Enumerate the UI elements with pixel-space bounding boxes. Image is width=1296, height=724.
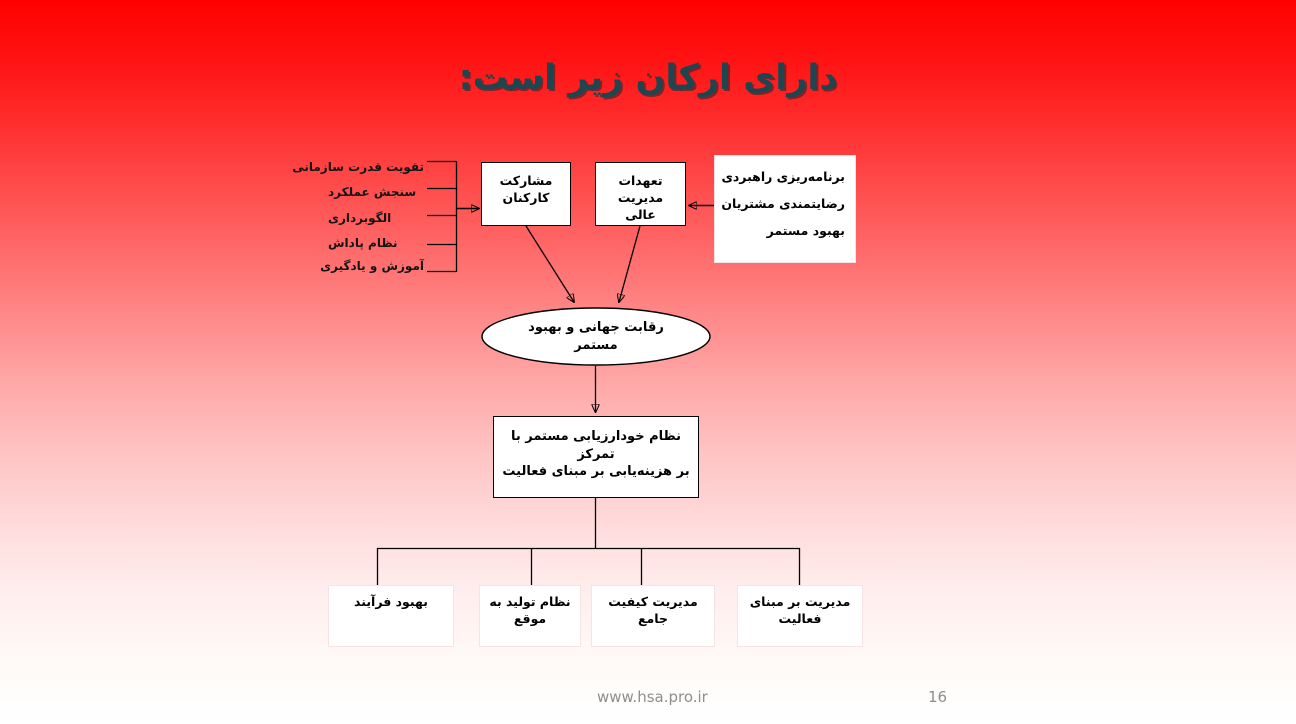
bracket-label-4: نظام پاداش (328, 236, 398, 250)
node-line: کارکنان (502, 189, 550, 205)
node-line: برنامه‌ریزی راهبردی (721, 169, 845, 184)
node-strategic-planning-group: برنامه‌ریزی راهبردی رضایتمندی مشتریان به… (714, 155, 856, 263)
footer-page-number: 16 (928, 688, 948, 706)
node-line: مستمر (574, 337, 618, 353)
node-line: مدیریت کیفیت (608, 594, 698, 609)
node-line: عالی (625, 206, 656, 222)
ellipse-shape (481, 307, 711, 366)
node-line: بهبود مستمر (766, 222, 845, 238)
node-line: نظام تولید به (489, 594, 571, 609)
node-line: رضایتمندی مشتریان (721, 195, 845, 211)
bracket-label-2: سنجش عملکرد (328, 185, 417, 199)
bracket-label-1: تقویت قدرت سازمانی (292, 160, 424, 174)
node-global-competition-ellipse: رقابت جهانی و بهبود مستمر (481, 307, 711, 366)
slide-footer: www.hsa.pro.ir 16 (0, 688, 1296, 710)
node-continuous-self-assessment: نظام خودارزیابی مستمر با تمرکز بر هزینه‌… (493, 416, 699, 498)
node-activity-based-management: مدیریت بر مبنای فعالیت (737, 585, 863, 647)
footer-website: www.hsa.pro.ir (597, 688, 708, 706)
node-line: موقع (513, 610, 547, 626)
node-line: نظام خودارزیابی مستمر با تمرکز (510, 429, 682, 462)
node-line: بهبود فرآیند (354, 594, 428, 609)
node-line: رقابت جهانی و بهبود (528, 319, 664, 335)
node-just-in-time-production: نظام تولید به موقع (479, 585, 581, 647)
node-process-improvement: بهبود فرآیند (328, 585, 454, 647)
node-line: بر هزینه‌یابی بر مبنای فعالیت (502, 464, 690, 480)
node-line: مشارکت (499, 173, 553, 188)
bracket-label-3: الگوبرداری (328, 211, 392, 225)
node-total-quality-management: مدیریت کیفیت جامع (591, 585, 715, 647)
node-top-management-commitment: تعهدات مدیریت عالی (595, 162, 686, 226)
node-line: مدیریت بر مبنای (749, 594, 851, 609)
bracket-label-5: آموزش و یادگیری (320, 259, 424, 273)
node-line: جامع (638, 610, 668, 626)
node-employee-participation: مشارکت کارکنان (481, 162, 571, 226)
node-line: فعالیت (778, 610, 822, 626)
page-title: دارای ارکان زیر است: (458, 58, 838, 98)
node-line: تعهدات مدیریت (617, 173, 664, 205)
